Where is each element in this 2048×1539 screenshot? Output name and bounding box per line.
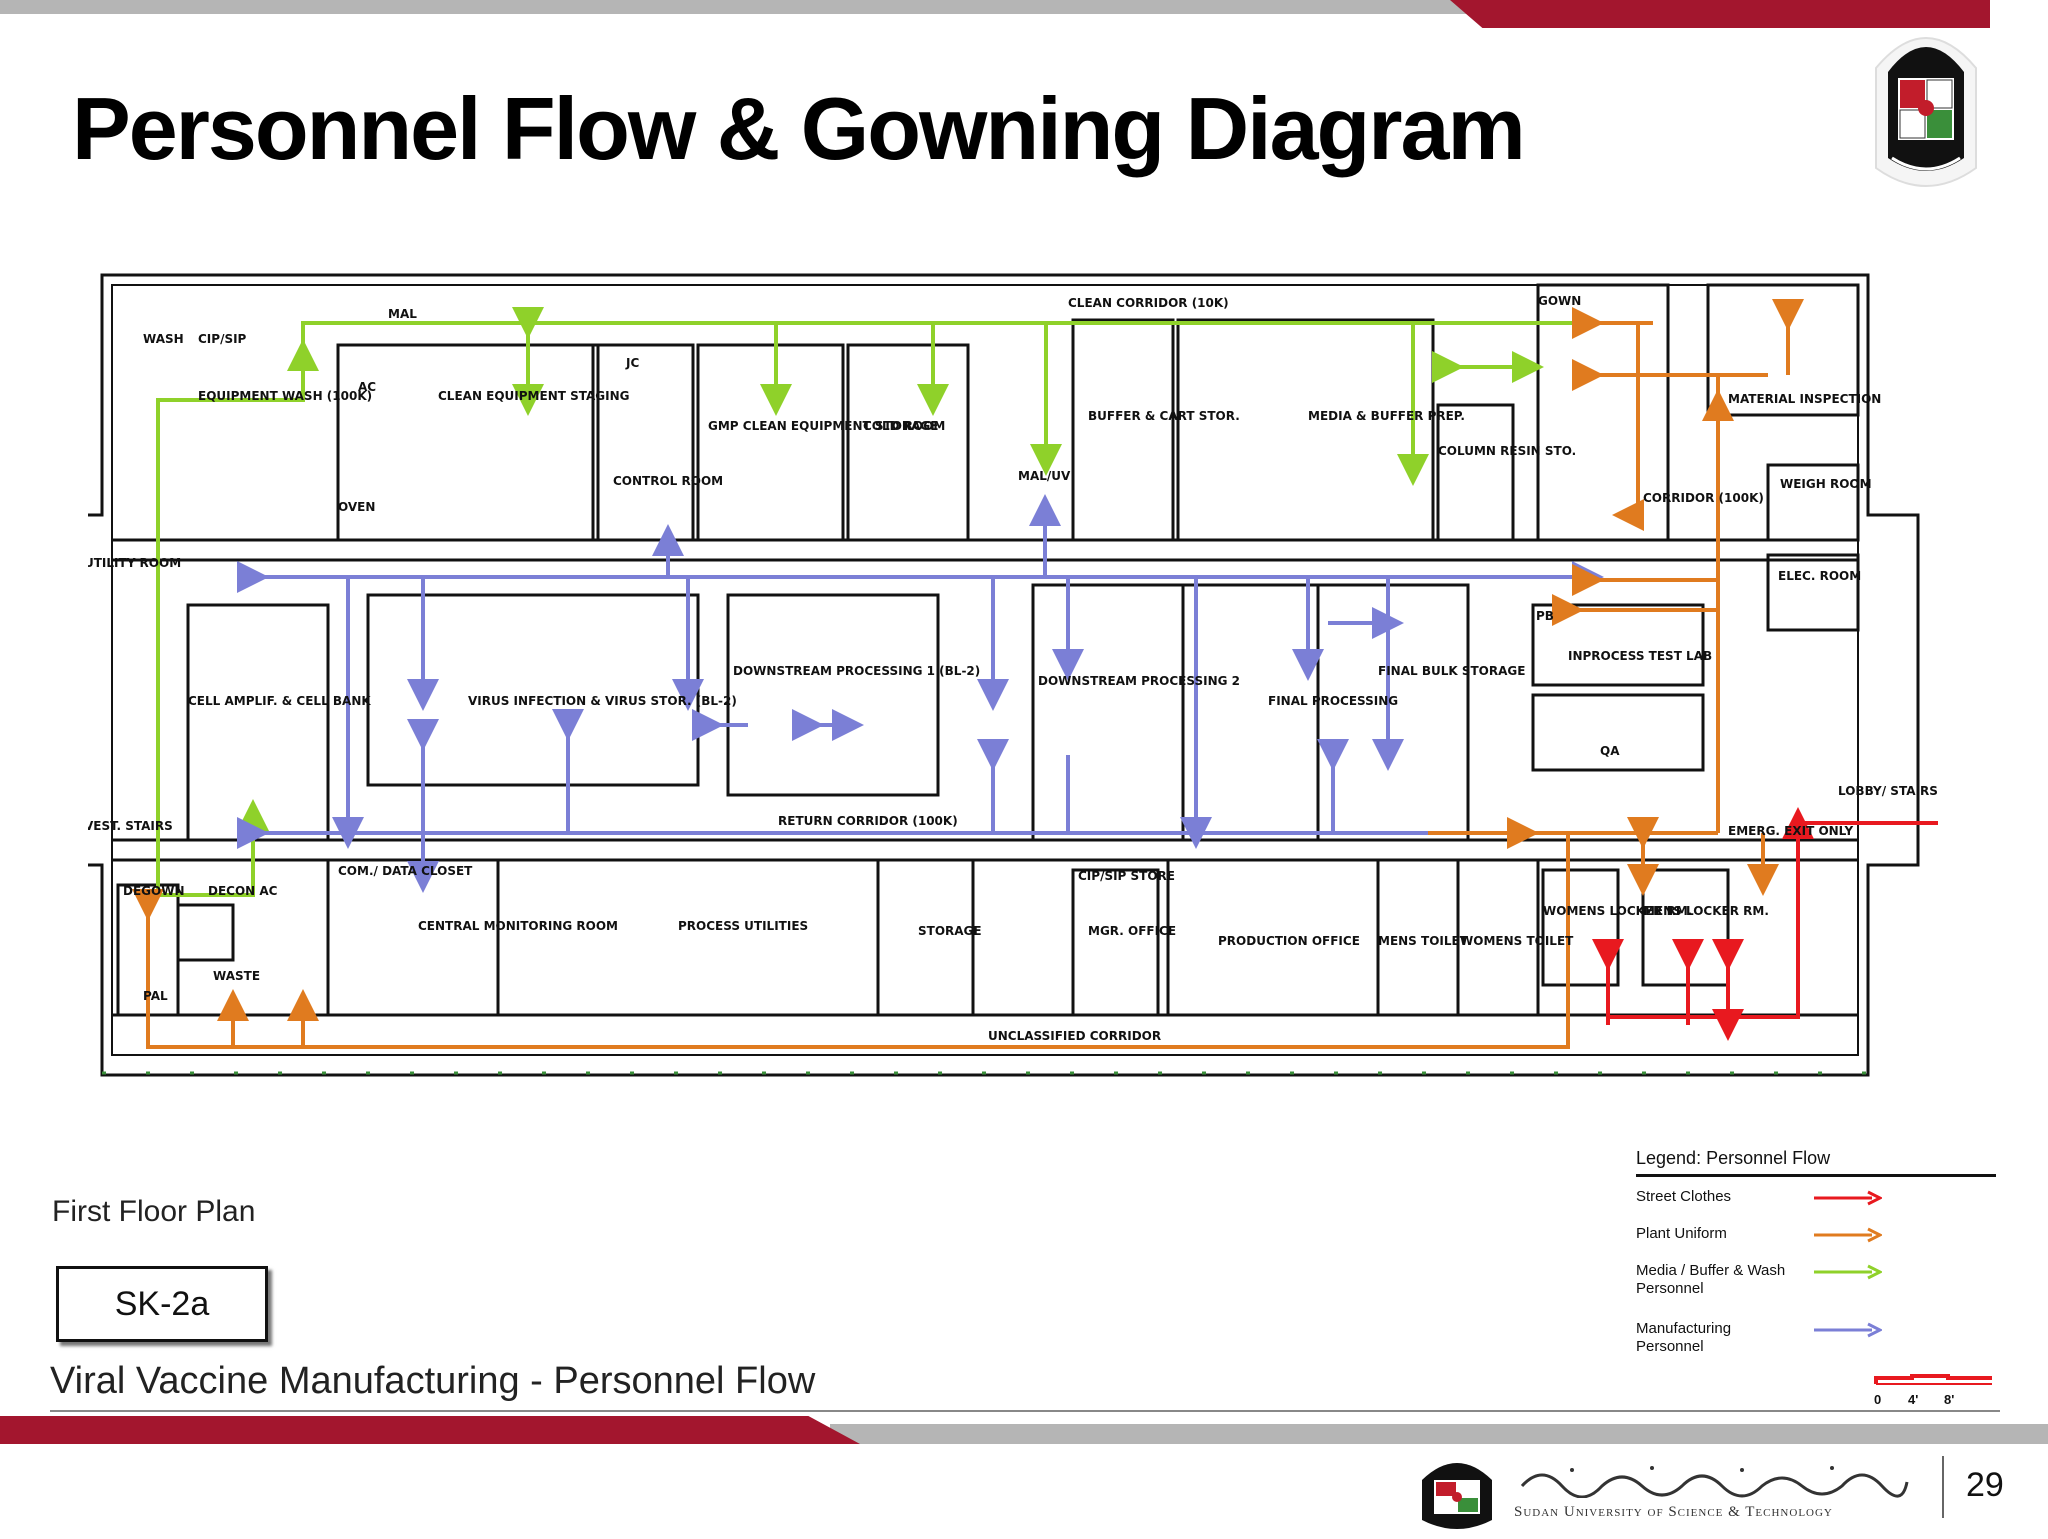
room-label: PRODUCTION OFFICE: [1218, 934, 1360, 948]
page-number: 29: [1966, 1466, 2004, 1504]
room-label: ELEC. ROOM: [1778, 569, 1861, 583]
room-label: CLEAN CORRIDOR (10K): [1068, 296, 1229, 310]
floor-plan-caption: First Floor Plan: [52, 1195, 256, 1228]
room-label: CORRIDOR (100K): [1643, 491, 1764, 505]
drawing-code: SK-2a: [114, 1284, 210, 1323]
legend-item: Plant Uniform: [1636, 1225, 1996, 1269]
red-arrow-icon: [1814, 1190, 1882, 1206]
legend-label: Street Clothes: [1636, 1188, 1732, 1205]
room-label: WOMENS LOCKER RM.: [1543, 904, 1692, 918]
room-label: STORAGE: [918, 924, 982, 938]
legend-title: Legend: Personnel Flow: [1636, 1148, 1831, 1168]
room-label: PROCESS UTILITIES: [678, 919, 808, 933]
legend-label: Plant Uniform: [1636, 1225, 1727, 1242]
slide-title: Personnel Flow & Gowning Diagram: [72, 79, 1526, 178]
room-label: EMERG. EXIT ONLY: [1728, 824, 1853, 838]
room-label: LOBBY/ STAIRS: [1838, 784, 1938, 798]
room-label: UTILITY ROOM: [88, 556, 181, 570]
room-label: CIP/SIP: [198, 332, 247, 346]
legend-rule: [1636, 1174, 1996, 1177]
room-label: DOWNSTREAM PROCESSING 2: [1038, 674, 1240, 688]
legend-label: Media / Buffer & Wash Personnel: [1636, 1262, 1786, 1297]
room-label: INPROCESS TEST LAB: [1568, 649, 1712, 663]
room-label: WOMENS TOILET: [1460, 934, 1574, 948]
legend-item: Manufacturing Personnel: [1636, 1320, 1996, 1364]
room-label: COLUMN RESIN STO.: [1438, 444, 1576, 458]
room-label: MAL: [388, 307, 417, 321]
bottom-red-bar: [0, 1416, 860, 1444]
legend: Legend: Personnel Flow Street Clothes Pl…: [1636, 1148, 1996, 1418]
footer-university-name: Sudan University of Science & Technology: [1514, 1504, 1833, 1520]
drawing-code-box: SK-2a: [56, 1266, 268, 1342]
plant-uniform-flow: [132, 299, 1804, 1049]
university-crest-logo: [1856, 8, 1996, 204]
subtitle-rule: [50, 1410, 2000, 1412]
room-label: VIRUS INFECTION & VIRUS STOR. (BL-2): [468, 694, 737, 708]
room-label: CENTRAL MONITORING ROOM: [418, 919, 618, 933]
footer-separator: [1942, 1456, 1944, 1518]
purple-arrow-icon: [1814, 1322, 1882, 1338]
room-label: EQUIPMENT WASH (100K): [198, 389, 372, 403]
bottom-gray-bar: [830, 1424, 2048, 1444]
room-label: JC: [625, 356, 639, 370]
room-label: MATERIAL INSPECTION: [1728, 392, 1881, 406]
legend-label: Manufacturing Personnel: [1636, 1320, 1732, 1355]
legend-item: Street Clothes: [1636, 1188, 1996, 1232]
room-label: MGR. OFFICE: [1088, 924, 1176, 938]
room-label: OVEN: [338, 500, 375, 514]
room-label: WEIGH ROOM: [1780, 477, 1872, 491]
green-arrow-icon: [1814, 1264, 1882, 1280]
scale-label: 4': [1908, 1392, 1918, 1407]
room-label: CELL AMPLIF. & CELL BANK: [188, 694, 371, 708]
room-label: DECON AC: [208, 884, 278, 898]
room-label: GMP CLEAN EQUIPMENT STORAGE: [708, 419, 938, 433]
scale-label: 8': [1944, 1392, 1954, 1407]
top-red-bar: [1450, 0, 1990, 28]
room-label: CONTROL ROOM: [613, 474, 723, 488]
room-label: UNCLASSIFIED CORRIDOR: [988, 1029, 1161, 1043]
room-label: MAL/UV: [1018, 469, 1071, 483]
room-label: MENS TOILET: [1378, 934, 1469, 948]
top-gray-bar: [0, 0, 1480, 14]
street-clothes-flow: [1592, 807, 1938, 1041]
room-label: FINAL BULK STORAGE: [1378, 664, 1525, 678]
diagram-subtitle: Viral Vaccine Manufacturing - Personnel …: [50, 1360, 816, 1402]
room-label: GOWN: [1538, 294, 1581, 308]
footer-university-logo: [1412, 1450, 1502, 1534]
room-label: COLD ROOM: [863, 419, 945, 433]
room-label: COM./ DATA CLOSET: [338, 864, 473, 878]
room-label: DOWNSTREAM PROCESSING 1 (BL-2): [733, 664, 980, 678]
floor-plan-diagram: WASH CIP/SIP MAL EQUIPMENT WASH (100K) A…: [80, 255, 1958, 1085]
room-label: WASTE: [213, 969, 260, 983]
footer-arabic-name: [1512, 1458, 1912, 1499]
room-label: FINAL PROCESSING: [1268, 694, 1398, 708]
room-label: CIP/SIP STORE: [1078, 869, 1175, 883]
room-label: MEDIA & BUFFER PREP.: [1308, 409, 1465, 423]
manufacturing-flow: [237, 494, 1604, 893]
room-label: DEGOWN: [123, 884, 185, 898]
room-label: BUFFER & CART STOR.: [1088, 409, 1240, 423]
scale-bar: 0 4' 8': [1872, 1372, 2002, 1412]
room-label: RETURN CORRIDOR (100K): [778, 814, 958, 828]
room-label: QA: [1600, 744, 1620, 758]
room-label: CLEAN EQUIPMENT STAGING: [438, 389, 630, 403]
room-label: PB: [1536, 609, 1554, 623]
room-label: AC: [358, 380, 376, 394]
scale-label: 0: [1874, 1392, 1881, 1407]
room-label: PAL: [143, 989, 168, 1003]
room-label: VEST. STAIRS: [88, 819, 173, 833]
room-label: WASH: [143, 332, 184, 346]
legend-item: Media / Buffer & Wash Personnel: [1636, 1262, 1996, 1306]
room-label: MENS LOCKER RM.: [1643, 904, 1769, 918]
orange-arrow-icon: [1814, 1227, 1882, 1243]
media-buffer-flow: [156, 307, 1618, 897]
